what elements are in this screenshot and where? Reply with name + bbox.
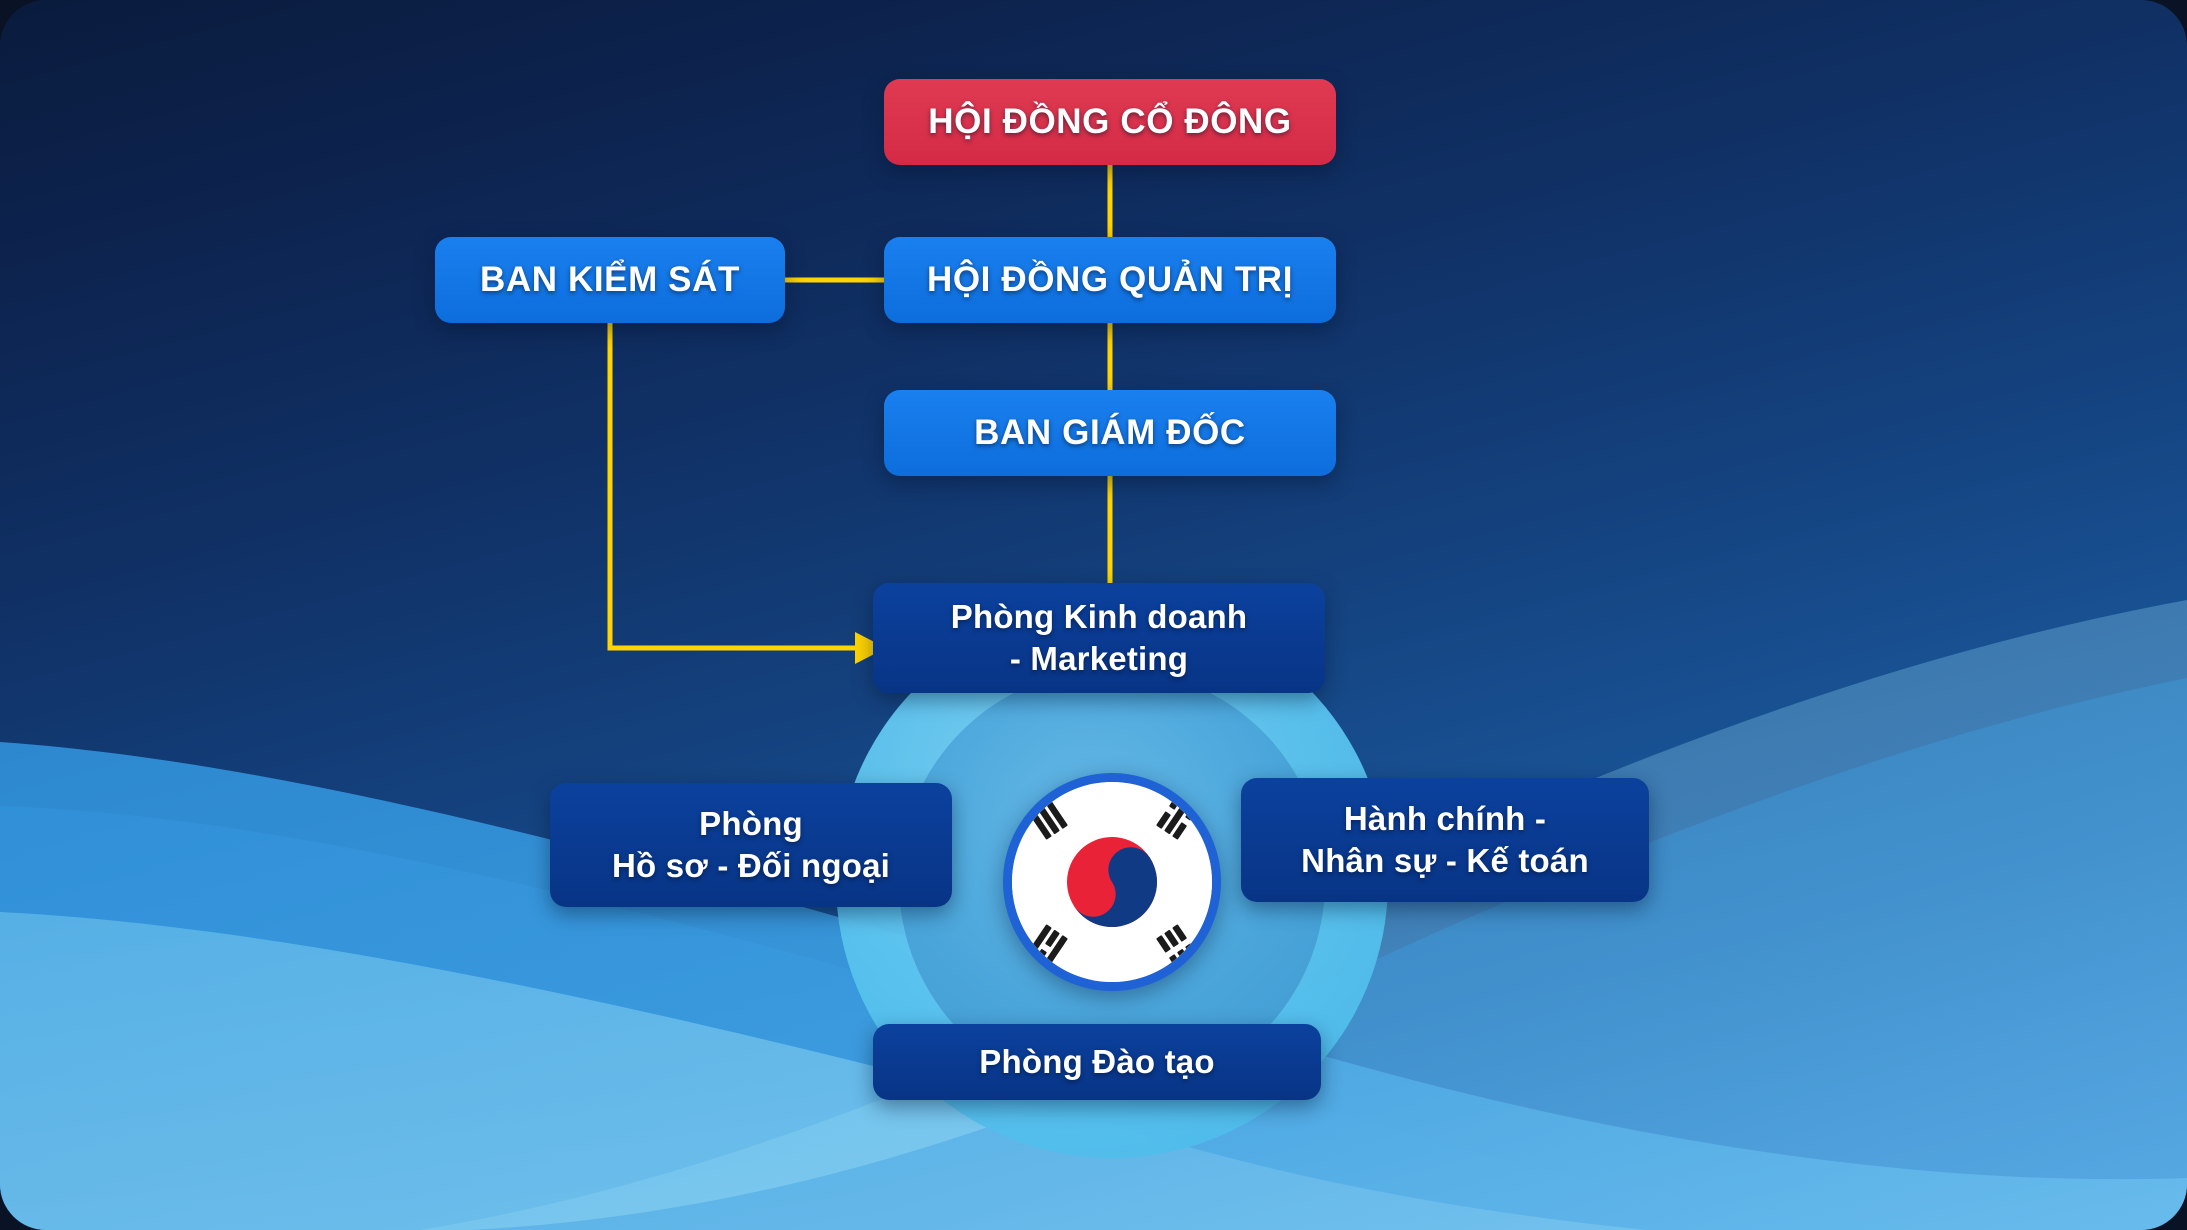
node-board-of-management[interactable]: HỘI ĐỒNG QUẢN TRỊ [884, 237, 1336, 323]
node-label: BAN KIỂM SÁT [480, 259, 740, 299]
node-label-line1: Phòng Kinh doanh [950, 598, 1248, 636]
south-korea-flag-icon [1003, 773, 1221, 991]
node-training-department[interactable]: Phòng Đào tạo [873, 1024, 1321, 1100]
node-label-stack: Phòng Hồ sơ - Đối ngoại [612, 803, 890, 886]
edge-supervisory-sales [607, 323, 855, 651]
node-label: BAN GIÁM ĐỐC [974, 412, 1246, 452]
node-label: Phòng Đào tạo [979, 1043, 1215, 1081]
node-records-external-affairs-department[interactable]: Phòng Hồ sơ - Đối ngoại [550, 783, 952, 907]
node-label-line2: Nhân sự - Kế toán [1301, 842, 1589, 879]
node-label-line2: - Marketing [1009, 640, 1189, 677]
node-sales-marketing-department[interactable]: Phòng Kinh doanh - Marketing [873, 583, 1325, 693]
node-supervisory-board[interactable]: BAN KIỂM SÁT [435, 237, 785, 323]
node-label-stack: Phòng Kinh doanh - Marketing [951, 596, 1247, 679]
node-label-line1: Hành chính - [1343, 800, 1547, 838]
node-board-of-directors[interactable]: BAN GIÁM ĐỐC [884, 390, 1336, 476]
node-shareholders-meeting[interactable]: HỘI ĐỒNG CỔ ĐÔNG [884, 79, 1336, 165]
node-label: HỘI ĐỒNG QUẢN TRỊ [926, 259, 1294, 299]
node-label-stack: Hành chính - Nhân sự - Kế toán [1301, 798, 1589, 881]
node-label: HỘI ĐỒNG CỔ ĐÔNG [928, 101, 1292, 141]
node-label-line1: Phòng [699, 805, 803, 843]
node-administration-hr-accounting-department[interactable]: Hành chính - Nhân sự - Kế toán [1241, 778, 1649, 902]
node-label-line2: Hồ sơ - Đối ngoại [611, 847, 891, 884]
